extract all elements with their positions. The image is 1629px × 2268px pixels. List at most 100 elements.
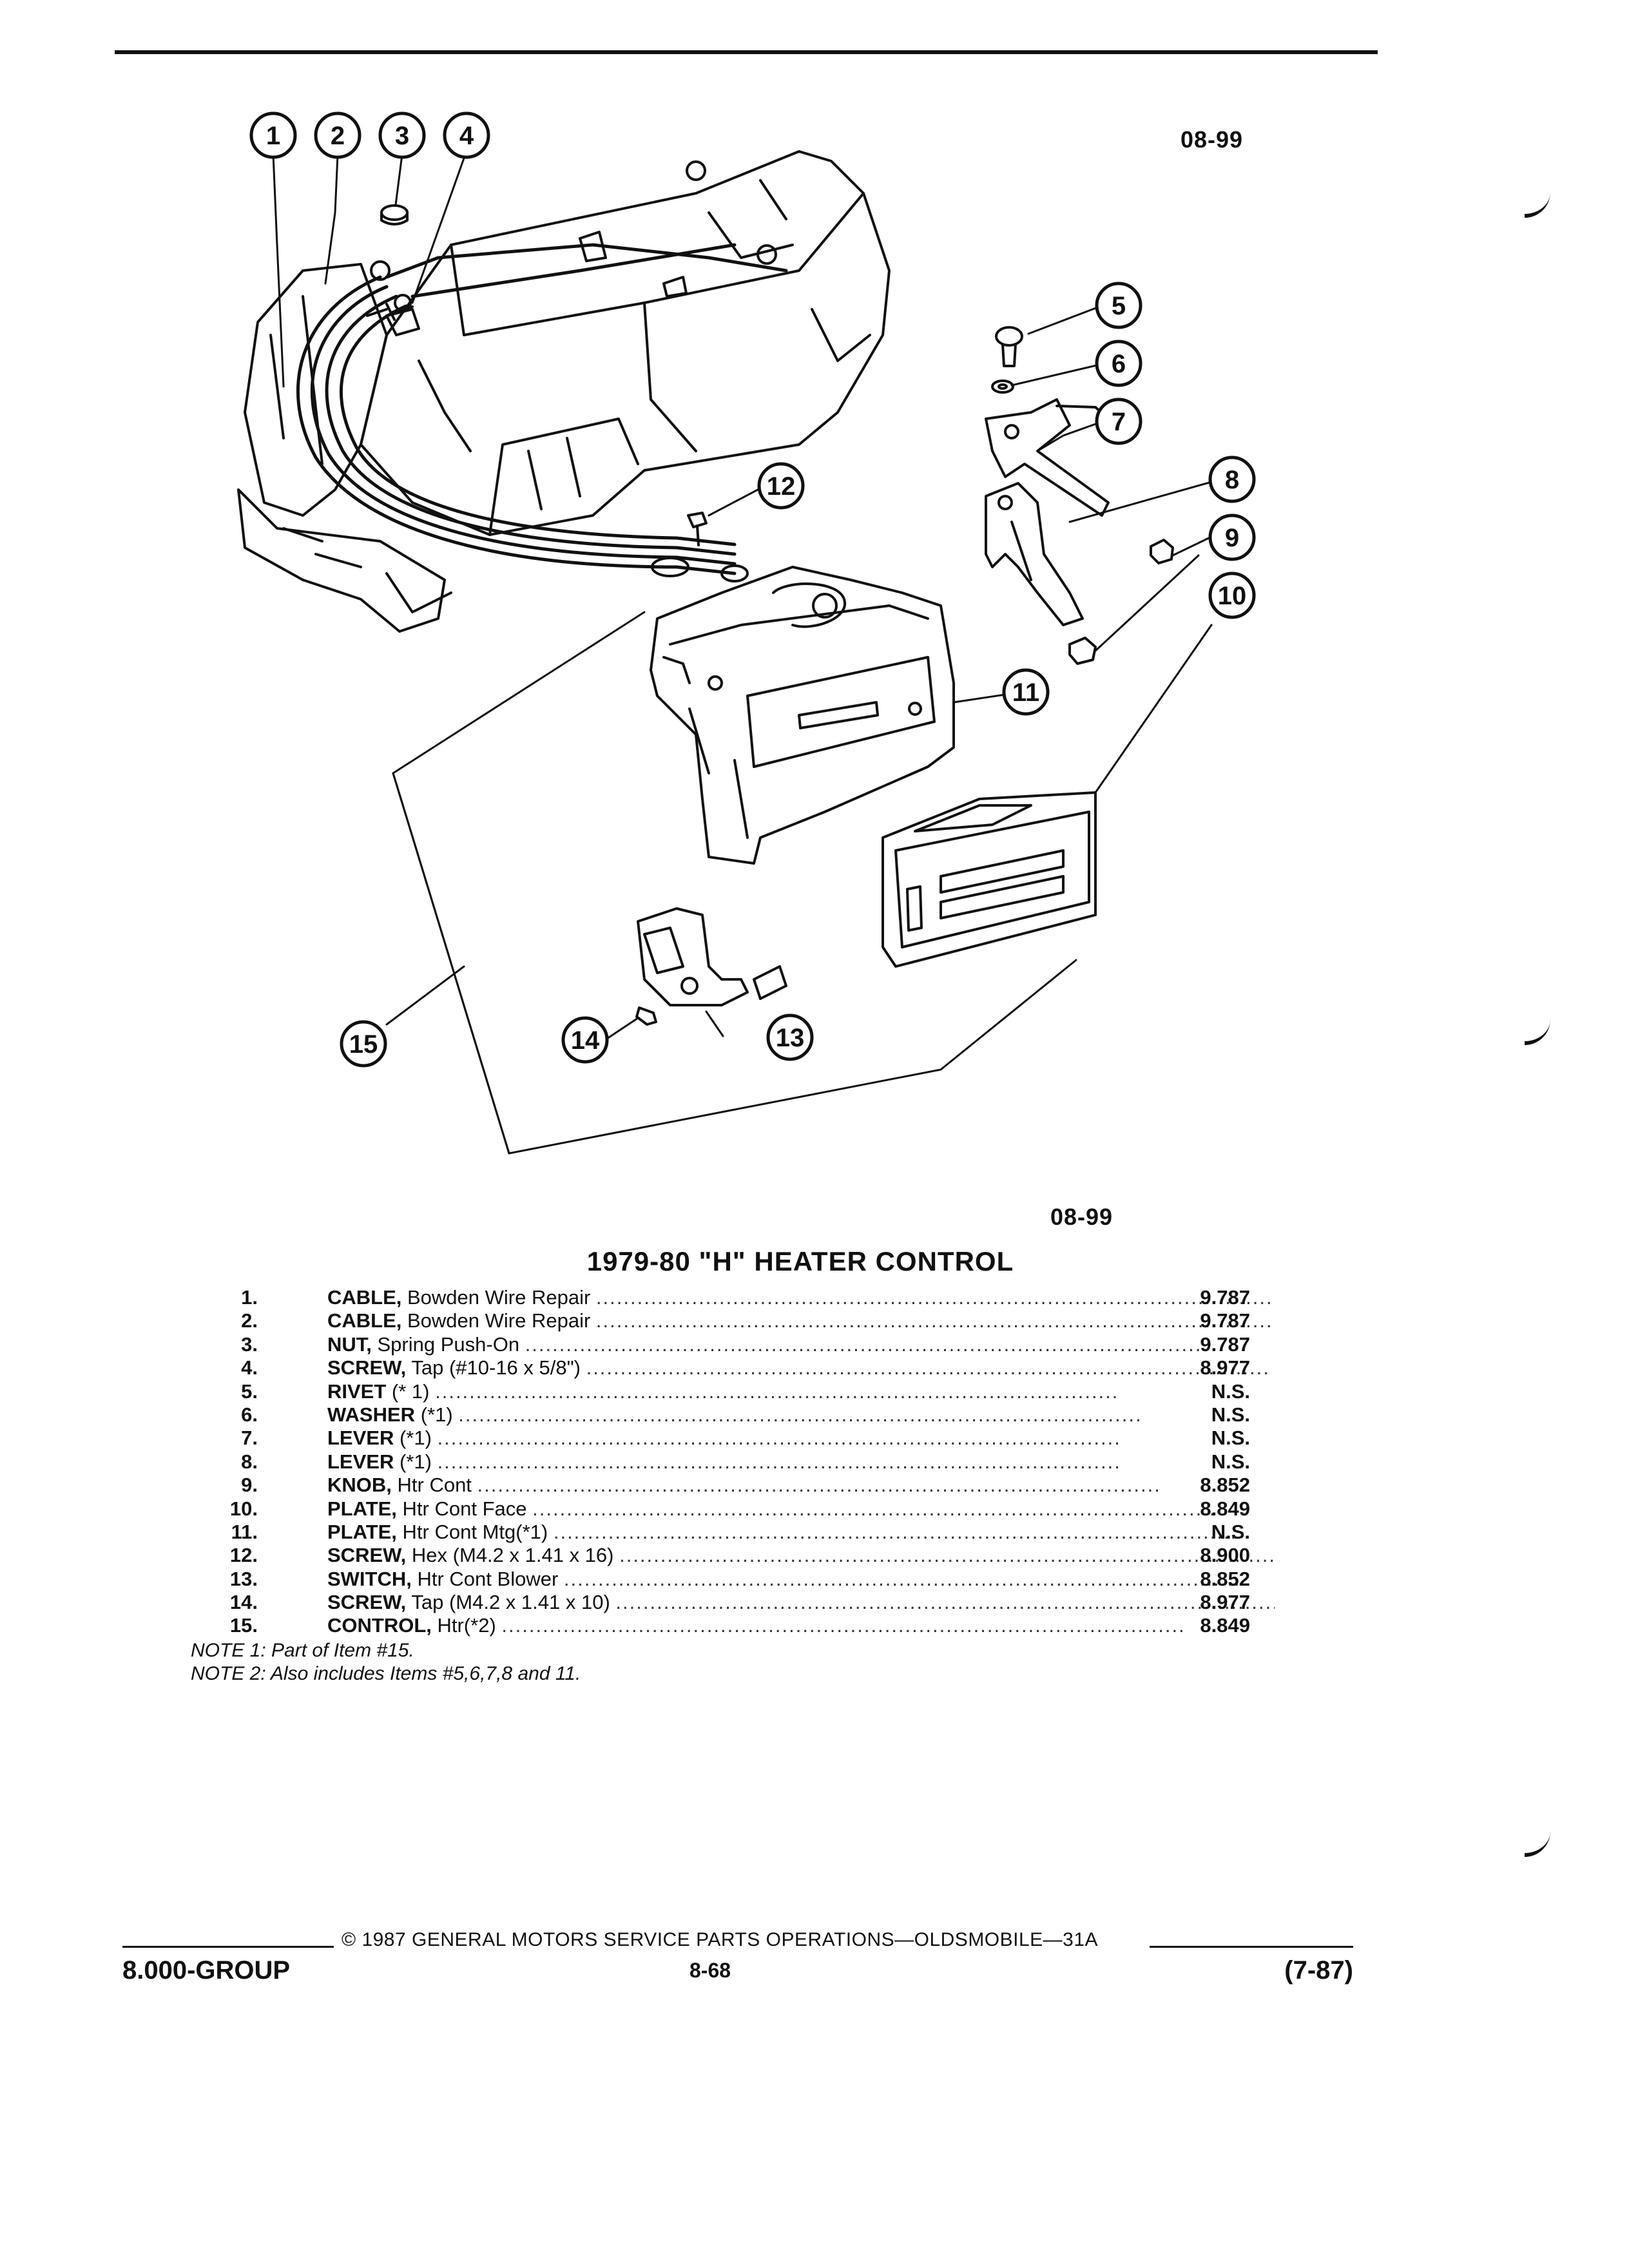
leader-dots: ........................................… — [437, 1450, 1121, 1473]
callout-8: 8 — [1225, 466, 1239, 494]
parts-row: 6. WASHER (*1) ..........................… — [193, 1403, 1250, 1427]
part-description: SCREW, Hex (M4.2 x 1.41 x 16) ..........… — [327, 1544, 1275, 1567]
page-title-text: 1979-80 "H" HEATER CONTROL — [586, 1246, 1014, 1276]
rivet-5 — [995, 326, 1023, 367]
part-reference: 8.900 — [1200, 1544, 1250, 1567]
part-reference: 8.977 — [1200, 1356, 1250, 1379]
part-detail: Bowden Wire Repair — [401, 1309, 591, 1332]
leader-dots: ........................................… — [525, 1332, 1209, 1356]
part-description: SCREW, Tap (M4.2 x 1.41 x 10) ..........… — [327, 1591, 1275, 1614]
page-title: 1979-80 "H" HEATER CONTROL — [0, 1246, 1629, 1277]
part-reference: N.S. — [1211, 1403, 1250, 1426]
part-name: LEVER — [327, 1427, 394, 1450]
parts-row: 4.SCREW, Tap (#10-16 x 5/8") ...........… — [193, 1356, 1269, 1379]
part-detail: (*1) — [394, 1450, 432, 1473]
part-number: 14. — [229, 1591, 258, 1614]
duct — [237, 488, 452, 633]
part-detail: Htr Cont Mtg(*1) — [396, 1520, 548, 1543]
part-detail: (*1) — [415, 1403, 453, 1426]
callout-12: 12 — [767, 472, 796, 501]
screw-4 — [366, 303, 414, 321]
face-plate-10 — [882, 791, 1097, 968]
callout-circles — [249, 111, 1256, 1068]
control-assembly-outline — [392, 611, 1077, 1155]
part-description: CABLE, Bowden Wire Repair ..............… — [327, 1286, 1275, 1309]
page-footer: © 1987 GENERAL MOTORS SERVICE PARTS OPER… — [122, 1929, 1353, 1994]
part-name: CONTROL, — [327, 1614, 432, 1637]
part-detail: Htr Cont — [391, 1474, 472, 1497]
top-rule — [115, 50, 1378, 54]
nut-3 — [380, 204, 409, 226]
part-reference: 9.787 — [1200, 1286, 1250, 1309]
callout-7: 7 — [1112, 408, 1126, 436]
figure-code-bottom: 08-99 — [1050, 1204, 1113, 1230]
part-number: 10. — [229, 1497, 258, 1520]
part-detail: Htr Cont Blower — [411, 1567, 559, 1590]
leader-dots: ........................................… — [501, 1614, 1186, 1637]
copyright-notice: © 1987 GENERAL MOTORS SERVICE PARTS OPER… — [342, 1929, 1099, 1950]
callout-15: 15 — [349, 1030, 378, 1059]
part-reference: N.S. — [1211, 1520, 1250, 1543]
callout-6: 6 — [1112, 350, 1126, 378]
binding-mark — [1525, 1830, 1550, 1857]
part-number: 9. — [241, 1474, 258, 1497]
part-name: SCREW, — [327, 1356, 407, 1379]
part-number: 4. — [241, 1356, 258, 1379]
part-description: LEVER (*1) .............................… — [327, 1427, 1275, 1450]
leader-dots: ........................................… — [435, 1379, 1119, 1403]
parts-row: 3.NUT, Spring Push-On ..................… — [193, 1332, 1250, 1356]
part-reference: N.S. — [1211, 1427, 1250, 1450]
revision-date: (7-87) — [1284, 1956, 1353, 1984]
knob-10 — [1068, 637, 1097, 665]
part-number: 6. — [241, 1403, 258, 1426]
parts-row: 13.SWITCH, Htr Cont Blower .............… — [193, 1567, 1250, 1591]
leader-dots: ........................................… — [619, 1544, 1275, 1567]
callout-2: 2 — [331, 122, 345, 150]
parts-row: 1.CABLE, Bowden Wire Repair ............… — [193, 1286, 1275, 1309]
part-detail: Htr Cont Face — [396, 1497, 527, 1520]
callout-11: 11 — [1012, 678, 1039, 707]
callout-10: 10 — [1218, 582, 1247, 610]
part-description: SWITCH, Htr Cont Blower ................… — [327, 1568, 1275, 1591]
part-number: 13. — [229, 1567, 258, 1590]
callout-13: 13 — [776, 1024, 805, 1052]
part-number: 2. — [241, 1309, 258, 1332]
part-number: 8. — [241, 1450, 258, 1473]
part-detail: Spring Push-On — [371, 1332, 520, 1356]
figure-code-top: 08-99 — [1181, 126, 1244, 153]
leader-dots: ........................................… — [595, 1309, 1275, 1332]
group-label: 8.000-GROUP — [122, 1956, 291, 1984]
lever-8 — [985, 482, 1084, 626]
part-name: SWITCH, — [327, 1567, 412, 1590]
part-name: SCREW, — [327, 1544, 407, 1567]
part-reference: 8.852 — [1200, 1474, 1250, 1497]
leader-dots: ........................................… — [553, 1520, 1238, 1543]
footer-rule-right — [1150, 1946, 1353, 1948]
part-reference: 8.852 — [1200, 1567, 1250, 1590]
callout-9: 9 — [1225, 524, 1239, 552]
washer-6 — [991, 380, 1014, 394]
parts-row: 14. SCREW, Tap (M4.2 x 1.41 x 10) .......… — [193, 1591, 1275, 1614]
part-reference: 8.849 — [1200, 1614, 1250, 1637]
parts-row: 8.LEVER (*1) ...........................… — [193, 1450, 1250, 1474]
callout-4: 4 — [459, 122, 474, 150]
part-detail: Tap (#10-16 x 5/8") — [406, 1356, 581, 1379]
bowden-cables — [296, 243, 788, 575]
footer-rule-left — [122, 1946, 334, 1948]
parts-row: 2. CABLE, Bowden Wire Repair ............… — [193, 1309, 1275, 1332]
callout-5: 5 — [1112, 292, 1126, 320]
leader-dots: ........................................… — [458, 1403, 1142, 1426]
part-description: RIVET (* 1) ............................… — [327, 1380, 1275, 1403]
parts-row: 11.PLATE, Htr Cont Mtg(*1) .............… — [193, 1520, 1250, 1544]
part-name: WASHER — [327, 1403, 416, 1426]
part-detail: Htr(*2) — [431, 1614, 496, 1637]
part-name: NUT, — [327, 1332, 372, 1356]
callout-14: 14 — [571, 1026, 600, 1055]
parts-row: 15.CONTROL, Htr(*2) ....................… — [193, 1614, 1250, 1637]
part-description: PLATE, Htr Cont Face ...................… — [327, 1497, 1275, 1521]
part-detail: Hex (M4.2 x 1.41 x 16) — [406, 1544, 614, 1567]
part-description: LEVER (*1) .............................… — [327, 1450, 1275, 1474]
parts-list: 1.CABLE, Bowden Wire Repair ............… — [193, 1286, 1275, 1638]
part-description: CABLE, Bowden Wire Repair ..............… — [327, 1309, 1275, 1332]
part-detail: (*1) — [394, 1427, 432, 1450]
